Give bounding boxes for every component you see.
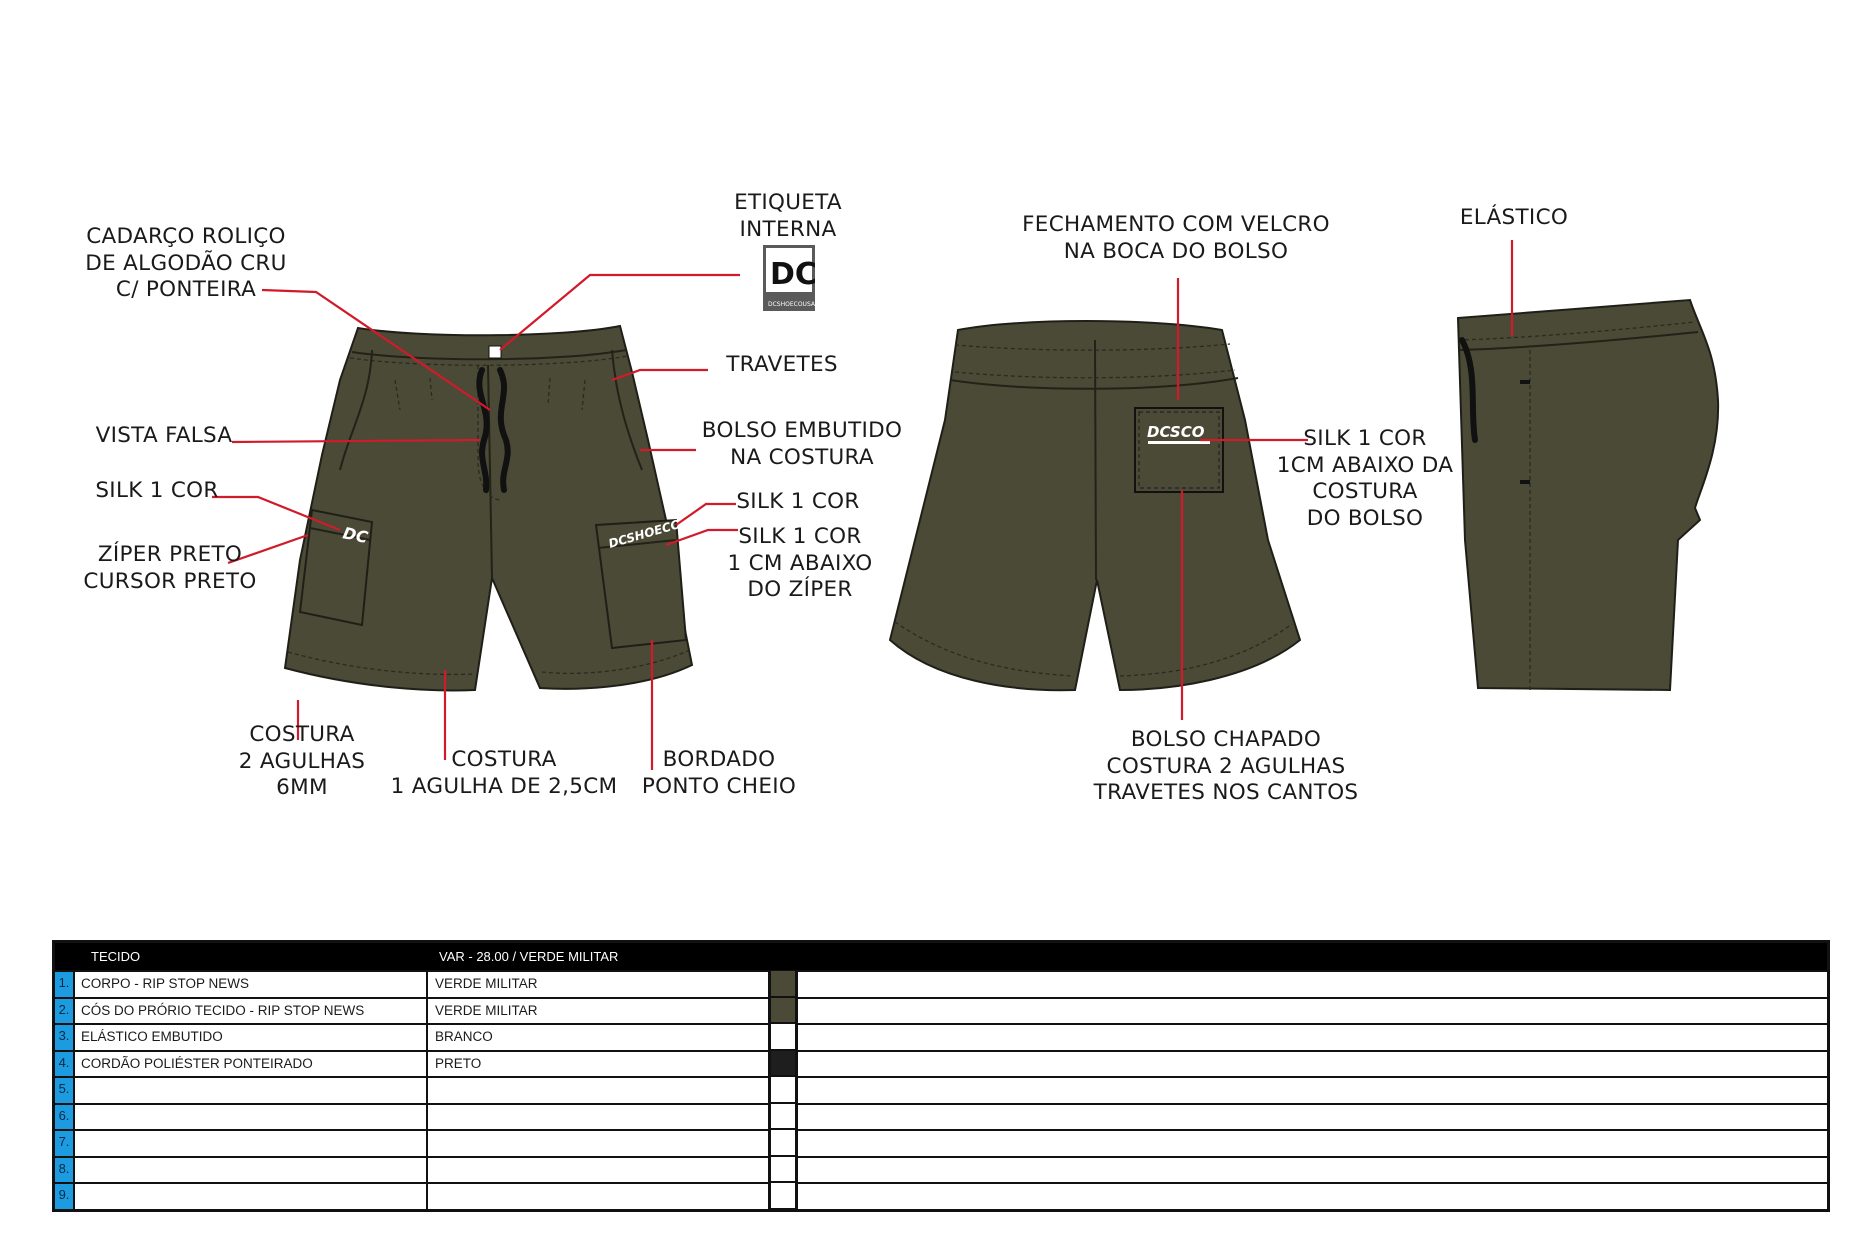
material-cell: CORPO - RIP STOP NEWS bbox=[81, 976, 250, 991]
table-row: 8. bbox=[55, 1155, 1827, 1182]
material-cell: ELÁSTICO EMBUTIDO bbox=[81, 1029, 223, 1044]
label-travetes: TRAVETES bbox=[726, 352, 838, 377]
etiqueta-tag: DC DCSHOECOUSA bbox=[763, 245, 817, 311]
material-cell: CORDÃO POLIÉSTER PONTEIRADO bbox=[81, 1055, 313, 1071]
svg-text:DC: DC bbox=[770, 257, 817, 292]
leader-lines bbox=[212, 240, 1514, 770]
row-number: 2. bbox=[55, 998, 75, 1023]
color-swatch bbox=[770, 1155, 796, 1182]
row-number: 3. bbox=[55, 1025, 75, 1050]
table-row: 2. CÓS DO PRÓRIO TECIDO - RIP STOP NEWS VE… bbox=[55, 996, 1827, 1023]
svg-text:DC: DC bbox=[341, 523, 370, 547]
color-swatch bbox=[770, 1023, 796, 1050]
header-tecido: TECIDO bbox=[91, 949, 141, 964]
svg-text:DCSCO: DCSCO bbox=[1147, 423, 1205, 441]
front-shorts: DC DCSHOECO bbox=[283, 324, 694, 692]
fabric-spec-table: TECIDO VAR - 28.00 / VERDE MILITAR 1. COR… bbox=[52, 940, 1830, 1212]
row-number: 6. bbox=[55, 1104, 75, 1129]
color-swatch bbox=[770, 1102, 796, 1129]
row-number: 8. bbox=[55, 1157, 75, 1182]
table-row: 7. bbox=[55, 1129, 1827, 1156]
label-elastico: ELÁSTICO bbox=[1459, 205, 1569, 230]
table-row: 6. bbox=[55, 1102, 1827, 1129]
row-number: 4. bbox=[55, 1051, 75, 1076]
color-swatch bbox=[770, 1129, 796, 1156]
row-number: 7. bbox=[55, 1131, 75, 1156]
color-cell: PRETO bbox=[435, 1055, 482, 1071]
side-shorts bbox=[1456, 298, 1720, 692]
color-swatch bbox=[770, 1049, 796, 1076]
color-swatch bbox=[770, 1182, 796, 1209]
label-vista-falsa: VISTA FALSA bbox=[95, 423, 233, 448]
column-divider bbox=[796, 970, 798, 1209]
table-row: 9. bbox=[55, 1182, 1827, 1209]
table-header: TECIDO VAR - 28.00 / VERDE MILITAR bbox=[55, 943, 1827, 970]
table-row: 4. CORDÃO POLIÉSTER PONTEIRADO PRETO bbox=[55, 1049, 1827, 1076]
color-cell: VERDE MILITAR bbox=[435, 1002, 538, 1018]
back-shorts: DCSCO bbox=[888, 320, 1302, 692]
label-silk-right: SILK 1 COR bbox=[736, 489, 860, 514]
column-divider bbox=[426, 970, 428, 1209]
label-silk-left: SILK 1 COR bbox=[95, 478, 219, 503]
row-number: 1. bbox=[55, 972, 75, 997]
row-number: 9. bbox=[55, 1184, 75, 1209]
color-swatch bbox=[770, 1076, 796, 1103]
material-cell: CÓS DO PRÓRIO TECIDO - RIP STOP NEWS bbox=[81, 1002, 365, 1018]
color-cell: VERDE MILITAR bbox=[435, 976, 538, 991]
color-cell: BRANCO bbox=[435, 1029, 493, 1044]
table-row: 5. bbox=[55, 1076, 1827, 1103]
table-row: 1. CORPO - RIP STOP NEWS VERDE MILITAR bbox=[55, 970, 1827, 997]
table-row: 3. ELÁSTICO EMBUTIDO BRANCO bbox=[55, 1023, 1827, 1050]
svg-text:DCSHOECOUSA: DCSHOECOUSA bbox=[768, 301, 816, 308]
color-swatch bbox=[770, 996, 796, 1023]
header-variant: VAR - 28.00 / VERDE MILITAR bbox=[439, 949, 619, 964]
color-swatch bbox=[770, 970, 796, 997]
column-divider bbox=[768, 970, 770, 1209]
row-number: 5. bbox=[55, 1078, 75, 1103]
